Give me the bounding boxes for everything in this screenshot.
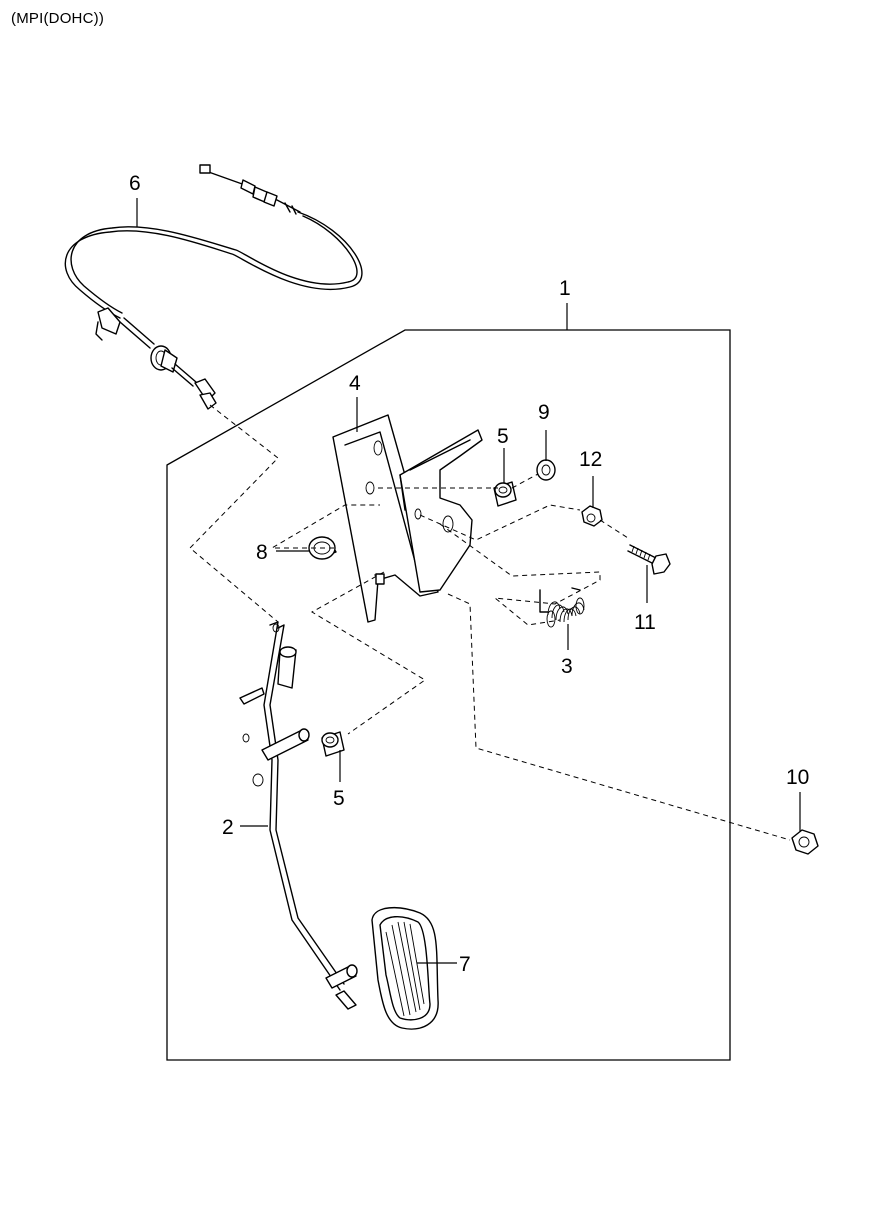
return-spring-drawing [539,587,585,628]
diagram-header: (MPI(DOHC)) [11,10,105,27]
bolt-drawing [627,544,671,575]
bracket-drawing [332,414,483,623]
callout-labels: 1 2 3 4 5 5 6 7 8 9 10 11 12 [129,172,809,976]
callout-6: 6 [129,172,141,195]
bushing-upper-drawing [493,481,517,507]
assembly-dashed-lines [189,404,791,841]
accelerator-cable-drawing [64,164,363,410]
callout-9: 9 [538,401,550,424]
pedal-arm-drawing [239,621,358,1010]
nut-upper-drawing [581,505,603,527]
callout-7: 7 [459,953,471,976]
bushing-lower-drawing [321,731,345,757]
pedal-pad-drawing [371,907,439,1030]
assembly-frame [166,329,731,1061]
callout-11: 11 [634,611,656,634]
callout-12: 12 [579,448,602,471]
nut-lower-drawing [791,829,819,855]
callout-1: 1 [559,277,571,300]
callout-4: 4 [349,372,361,395]
callout-2: 2 [222,816,234,839]
callout-8: 8 [256,541,268,564]
callout-5-upper: 5 [497,425,509,448]
callout-3: 3 [561,655,573,678]
callout-5-lower: 5 [333,787,345,810]
washer-drawing [536,459,556,481]
callout-10: 10 [786,766,809,789]
